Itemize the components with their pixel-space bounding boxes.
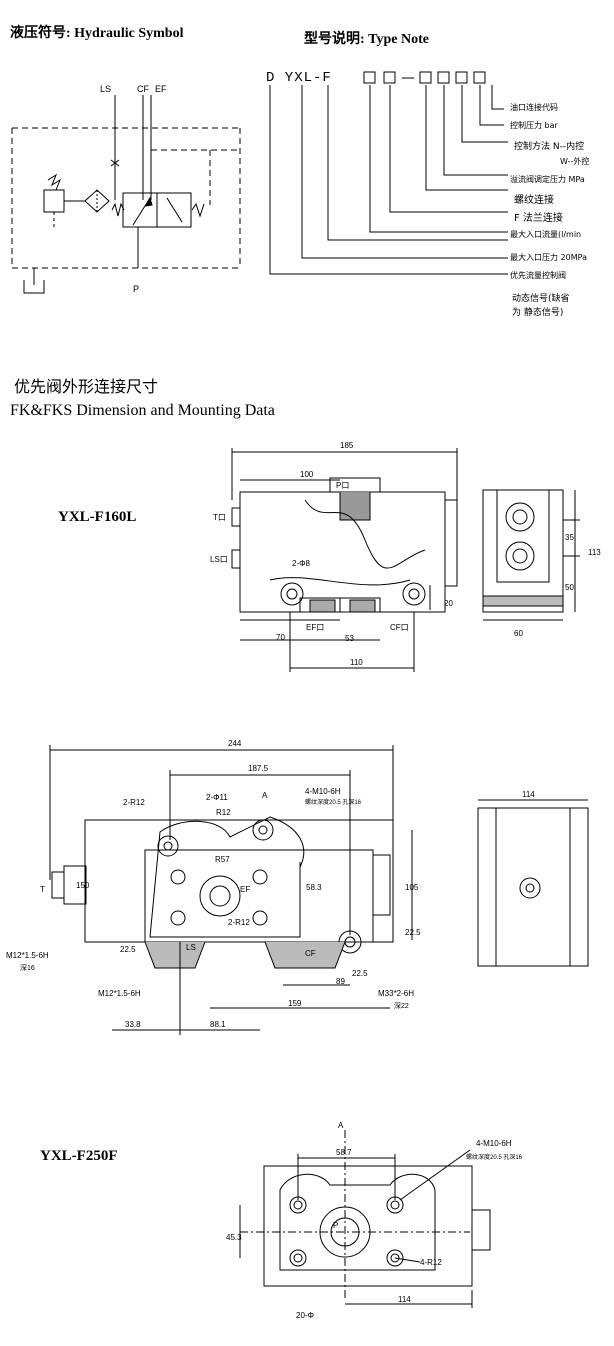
dim-100: 100 <box>300 470 314 479</box>
label-a: A <box>262 791 268 800</box>
type-note-max-flow: 最大入口流量(l/min <box>510 230 582 239</box>
f250f-label-4-r12: 4-R12 <box>420 1258 442 1267</box>
label-r12: R12 <box>216 808 231 817</box>
dim-58-3: 58.3 <box>306 883 322 892</box>
f250f-label-bottom: 20-Φ <box>296 1311 314 1320</box>
label-m12-bottom: M12*1.5-6H <box>98 989 141 998</box>
f250f-label-4-m10: 4-M10-6H <box>476 1139 512 1148</box>
type-note-flange-connection: F 法兰连接 <box>514 213 563 224</box>
dim-70: 70 <box>276 633 285 642</box>
model-label-f250f: YXL-F250F <box>40 1148 118 1164</box>
type-note-dynamic-signal: 动态信号(缺省 <box>512 294 570 304</box>
type-note-external-control: W--外控 <box>560 157 590 166</box>
label-m12-left: M12*1.5-6H <box>6 951 49 960</box>
section-title-cn: 优先阀外形连接尺寸 <box>14 377 159 396</box>
dim-35: 35 <box>565 533 574 542</box>
section-title-en: FK&FKS Dimension and Mounting Data <box>10 402 275 419</box>
dim-50: 50 <box>565 583 574 592</box>
dim-185: 185 <box>340 441 354 450</box>
dim-22-5-left: 22.5 <box>120 945 136 954</box>
type-note-priority-valve: 优先流量控制阀 <box>510 271 566 280</box>
label-m12-left-note: 深16 <box>20 963 35 972</box>
dim-22-5-bottom: 22.5 <box>352 969 368 978</box>
hole-label: 2-Φ8 <box>292 559 310 568</box>
label-2-d11: 2-Φ11 <box>206 793 228 802</box>
hydraulic-symbol-heading: 液压符号: Hydraulic Symbol <box>10 26 184 41</box>
dim-150: 150 <box>76 881 90 890</box>
f250f-label-p: P <box>333 1221 338 1230</box>
dim-105: 105 <box>405 883 419 892</box>
type-note-max-pressure: 最大入口压力 20MPa <box>510 253 587 262</box>
f250f-dim-114: 114 <box>398 1295 411 1304</box>
dim-187-5: 187.5 <box>248 764 269 773</box>
label-4-m10: 4-M10-6H <box>305 787 341 796</box>
type-note-heading: 型号说明: Type Note <box>304 32 429 47</box>
symbol-label-p: P <box>133 284 139 294</box>
label-m33-note: 深22 <box>394 1001 409 1010</box>
dim-33-8: 33.8 <box>125 1020 141 1029</box>
port-p: P口 <box>336 481 349 490</box>
f250f-dim-45-3: 45.3 <box>226 1233 242 1242</box>
type-note-thread-connection: 螺纹连接 <box>514 195 554 206</box>
label-ls: LS <box>186 943 196 952</box>
label-2-r12-mid: 2-R12 <box>228 918 250 927</box>
f250f-label-a: A <box>338 1121 344 1130</box>
symbol-label-ls: LS <box>100 84 111 94</box>
symbol-label-ef: EF <box>155 84 167 94</box>
dim-20: 20 <box>444 599 453 608</box>
label-t: T <box>40 885 45 894</box>
dim-244: 244 <box>228 739 242 748</box>
label-2-r12-top: 2-R12 <box>123 798 145 807</box>
dim-53: 53 <box>345 634 354 643</box>
dim-22-5-right: 22.5 <box>405 928 421 937</box>
dim-113: 113 <box>588 548 601 557</box>
symbol-label-cf: CF <box>137 84 149 94</box>
port-ef: EF口 <box>306 623 324 632</box>
port-ls: LS口 <box>210 555 228 564</box>
port-t: T口 <box>213 513 226 522</box>
dim-89: 89 <box>336 977 345 986</box>
label-4-m10-note: 螺纹深度20.5 孔深16 <box>305 798 362 806</box>
type-note-relief-pressure: 溢流阀调定压力 MPa <box>510 175 585 184</box>
label-m33: M33*2-6H <box>378 989 414 998</box>
label-cf: CF <box>305 949 316 958</box>
label-ef: EF <box>240 885 250 894</box>
dim-110: 110 <box>350 658 363 667</box>
dim-114: 114 <box>522 790 535 799</box>
type-note-port-code: 油口连接代码 <box>510 103 558 112</box>
f250f-dim-58-7: 58.7 <box>336 1148 352 1157</box>
dim-60: 60 <box>514 629 523 638</box>
f250f-label-4-m10-note: 螺纹深度20.5 孔深16 <box>466 1153 523 1161</box>
type-note-static-signal: 为 静态信号) <box>512 308 564 318</box>
model-label-f160l: YXL-F160L <box>58 509 137 525</box>
type-note-control-method: 控制方法 N--内控 <box>514 142 585 152</box>
port-cf: CF口 <box>390 623 409 632</box>
dim-88-1: 88.1 <box>210 1020 226 1029</box>
label-r57: R57 <box>215 855 230 864</box>
dim-159: 159 <box>288 999 302 1008</box>
type-note-control-pressure: 控制压力 bar <box>510 121 558 130</box>
type-code-prefix: D YXL-F <box>266 70 332 86</box>
